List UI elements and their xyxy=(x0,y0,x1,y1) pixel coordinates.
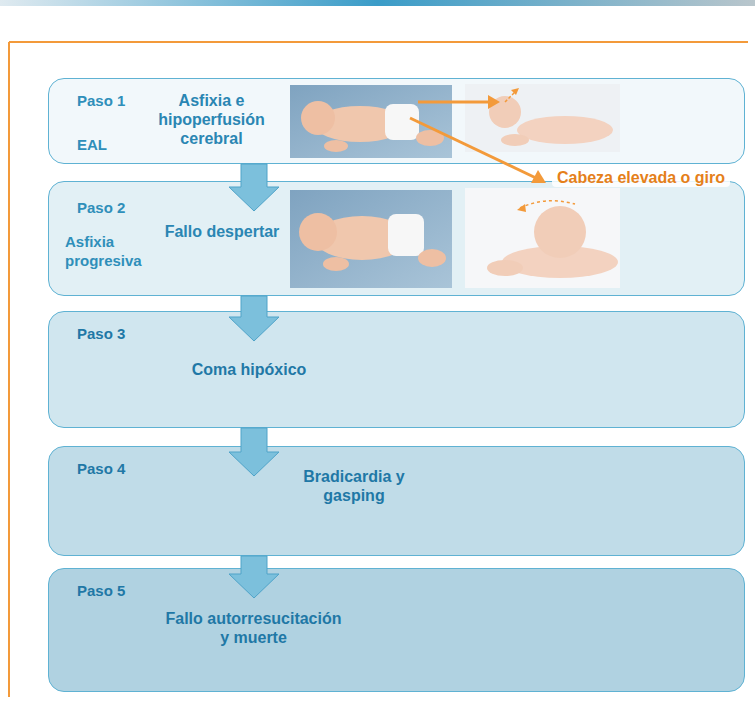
step-text: Asfixia e hipoperfusión cerebral xyxy=(149,91,274,148)
baby-photo xyxy=(465,84,620,152)
flow-arrow xyxy=(229,164,279,211)
flow-arrow xyxy=(229,296,279,341)
top-bar xyxy=(0,0,755,6)
step-number: Paso 3 xyxy=(77,324,139,343)
orange-arrow xyxy=(410,95,546,183)
step-band: Paso 5 Fallo autorresucitación y muerte xyxy=(48,568,745,692)
flow-arrow xyxy=(229,428,279,476)
step-number: Paso 2 xyxy=(77,198,139,217)
baby-photo xyxy=(290,85,452,158)
baby-photo xyxy=(465,188,620,288)
step-tag: EAL xyxy=(77,135,139,154)
step-number: Paso 5 xyxy=(77,581,139,600)
step-number: Paso 1 xyxy=(77,91,139,110)
frame-line xyxy=(8,42,10,697)
step-text: Fallo autorresucitación y muerte xyxy=(161,609,346,647)
frame-line xyxy=(9,41,748,43)
step-text: Fallo despertar xyxy=(161,222,283,241)
step-band: Paso 1 EAL Asfixia e hipoperfusión cerebra… xyxy=(48,78,745,164)
step-text: Coma hipóxico xyxy=(149,360,349,379)
flow-arrow xyxy=(229,556,279,598)
step-text: Bradicardia y gasping xyxy=(289,467,419,505)
step-band: Paso 4 Bradicardia y gasping xyxy=(48,446,745,556)
step-tag: Asfixia progresiva xyxy=(65,232,157,270)
baby-photo xyxy=(290,190,452,288)
callout-label: Cabeza elevada o giro xyxy=(552,168,730,187)
step-band: Paso 3 Coma hipóxico xyxy=(48,311,745,428)
step-band: Paso 2 Asfixia progresivaFallo despertar xyxy=(48,181,745,296)
step-number: Paso 4 xyxy=(77,459,139,478)
